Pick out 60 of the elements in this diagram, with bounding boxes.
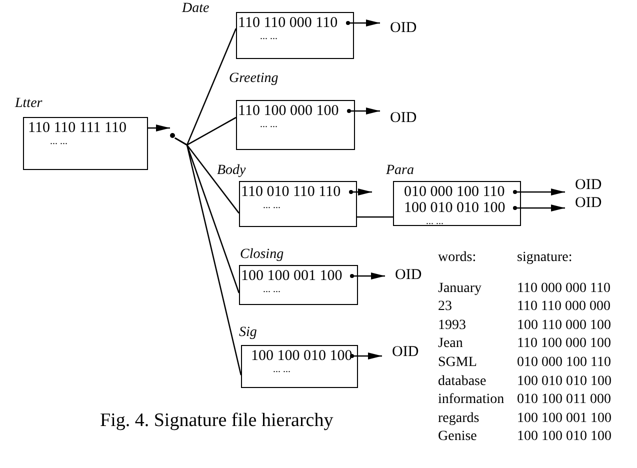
signature-text: 110 010 110 110 xyxy=(241,184,342,200)
oid-label: OID xyxy=(575,195,602,211)
element-name: Closing xyxy=(240,247,284,263)
signature-text: 100 100 001 100 xyxy=(241,268,344,284)
signature-text: 110 110 111 110 xyxy=(28,120,128,136)
element-name: Greeting xyxy=(229,71,278,87)
ellipsis-text: ... ... xyxy=(272,364,292,376)
arrow xyxy=(349,188,372,196)
ellipsis-text: ... ... xyxy=(262,200,282,212)
word-text: 23 xyxy=(438,299,452,316)
element-name: Ltter xyxy=(15,96,42,112)
signature-value: 100 110 000 100 xyxy=(517,318,611,334)
oid-label: OID xyxy=(395,267,422,283)
word-text: Genise xyxy=(438,429,477,446)
arrow xyxy=(350,272,385,280)
ellipsis-text: ... ... xyxy=(49,136,68,148)
word-text: database xyxy=(438,374,486,390)
ellipsis-text: ... ... xyxy=(425,216,444,228)
arrow xyxy=(346,20,380,26)
oid-label: OID xyxy=(392,344,419,360)
ellipsis-text: ... ... xyxy=(259,31,278,43)
arrow xyxy=(350,352,382,360)
arrow xyxy=(347,108,380,114)
arrow xyxy=(148,124,170,132)
connector-line xyxy=(357,216,393,218)
junction-dot xyxy=(170,133,175,138)
word-text: Jean xyxy=(438,336,463,352)
connector-line xyxy=(174,137,242,376)
arrow xyxy=(513,204,565,212)
element-name: Para xyxy=(386,163,414,179)
oid-label: OID xyxy=(390,20,417,36)
arrow xyxy=(513,188,565,196)
element-name: Sig xyxy=(239,325,257,341)
ellipsis-text: ... ... xyxy=(262,284,282,296)
word-text: 1993 xyxy=(438,318,466,334)
word-text: regards xyxy=(438,410,480,427)
oid-label: OID xyxy=(390,110,417,126)
signature-text: 010 000 100 110 xyxy=(404,184,506,200)
signature-value: 010 100 011 000 xyxy=(517,392,611,408)
column-header: words: xyxy=(438,250,476,266)
signature-value: 110 100 000 100 xyxy=(517,336,611,352)
signature-text: 100 100 010 100 xyxy=(251,348,354,364)
element-name: Date xyxy=(182,1,210,17)
signature-text: 100 010 010 100 xyxy=(404,200,506,216)
word-text: information xyxy=(438,392,504,408)
word-text: January xyxy=(438,280,482,297)
word-text: SGML xyxy=(438,355,477,371)
signature-value: 100 100 001 100 xyxy=(517,410,612,427)
oid-label: OID xyxy=(575,177,602,193)
element-name: Body xyxy=(217,163,246,179)
signature-value: 110 110 000 000 xyxy=(517,299,610,316)
signature-text: 110 110 000 110 xyxy=(238,15,339,31)
signature-value: 100 010 010 100 xyxy=(517,374,612,390)
column-header: signature: xyxy=(517,250,572,266)
signature-value: 110 000 000 110 xyxy=(517,280,610,297)
figure-caption: Fig. 4. Signature file hierarchy xyxy=(100,410,334,432)
signature-value: 010 000 100 110 xyxy=(517,355,611,371)
ellipsis-text: ... ... xyxy=(259,119,278,131)
signature-text: 110 100 000 100 xyxy=(238,103,340,119)
signature-value: 100 100 010 100 xyxy=(517,429,612,446)
